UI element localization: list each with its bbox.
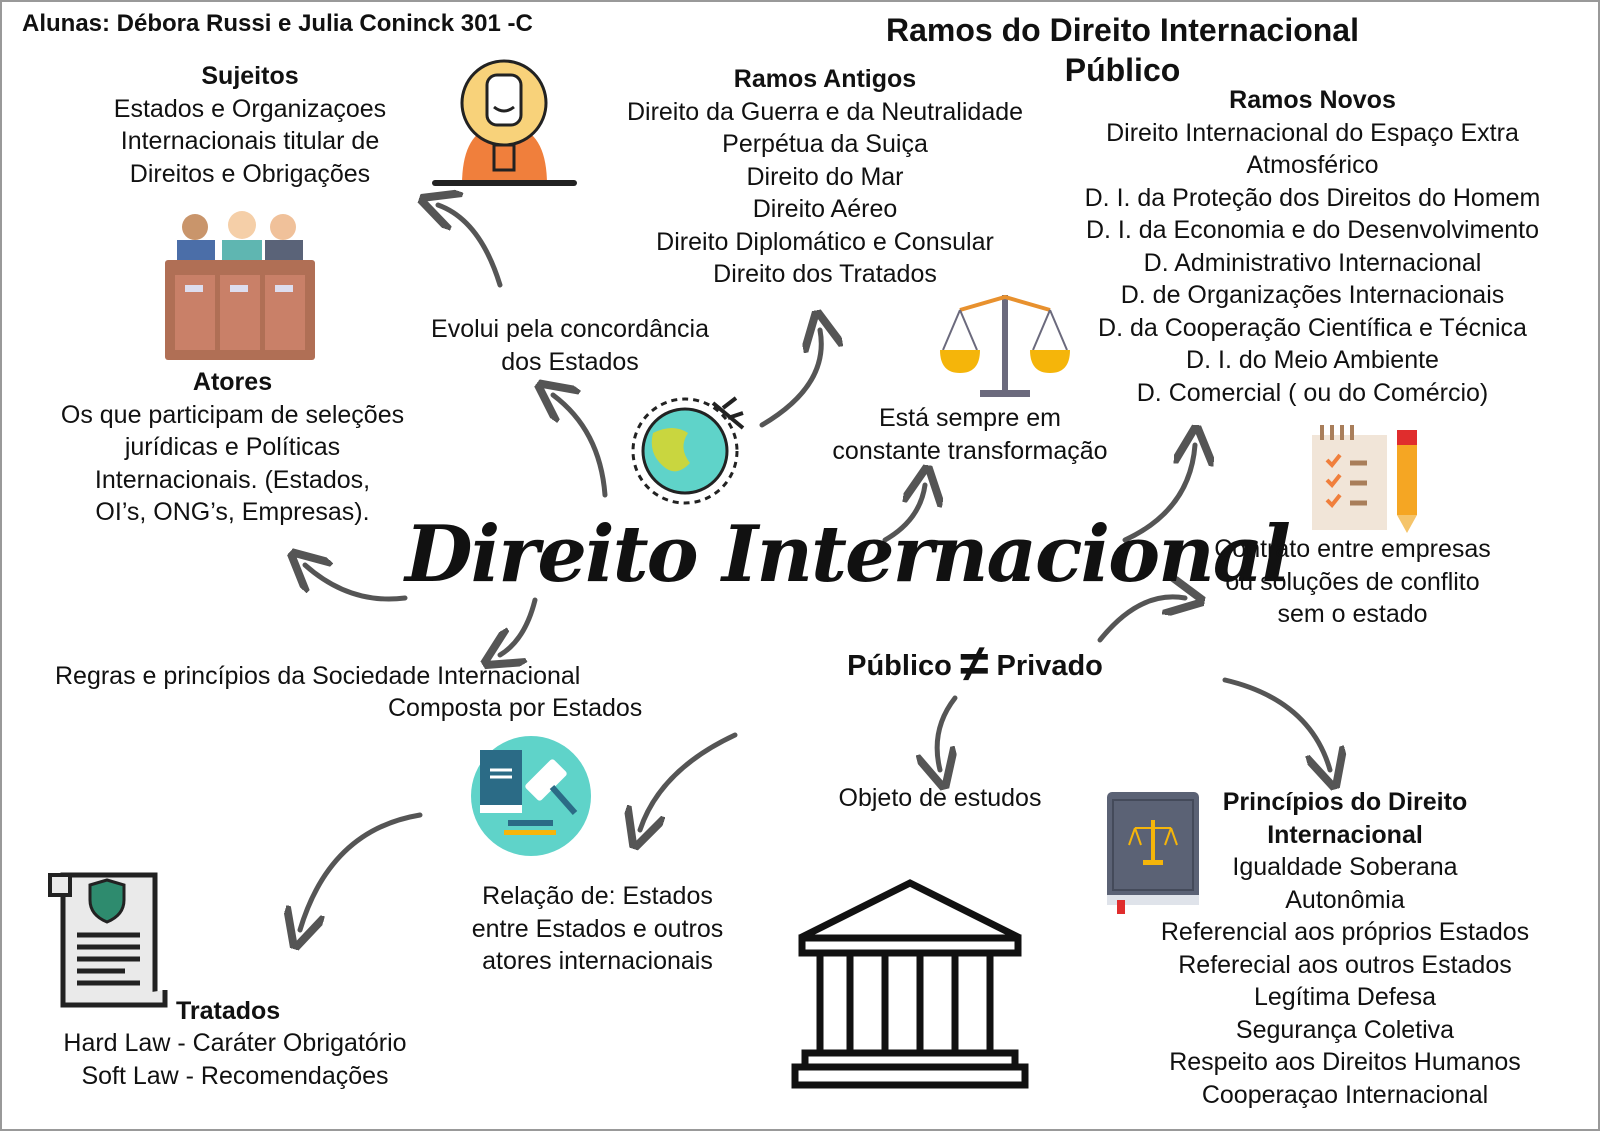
evolui-line: Evolui pela concordância [431,315,709,343]
regras-line: Composta por Estados [388,694,643,722]
principios-block: Princípios do Direito Internacional Igua… [1135,786,1555,1111]
ramos-novos-title: Ramos Novos [1229,86,1396,114]
principios-item: Respeito aos Direitos Humanos [1169,1048,1521,1076]
sujeitos-line: Internacionais titular de [120,127,380,155]
ramos-antigos-item: Perpétua da Suiça [722,130,928,158]
tratados-line: Hard Law - Caráter Obrigatório [63,1029,407,1057]
arrow-to-relacao [640,732,738,830]
regras-line: Regras e princípios da Sociedade Interna… [55,662,581,690]
ramos-antigos-item: Direito Aéreo [752,195,898,223]
transformacao-line: constante transformação [832,436,1108,465]
atores-line: jurídicas e Políticas [124,433,341,461]
relacao-block: Relação de: Estados entre Estados e outr… [440,880,755,978]
principios-item: Cooperaçao Internacional [1201,1080,1489,1109]
contrato-block: Contrato entre empresas ou soluções de c… [1180,533,1525,631]
tratados-title: Tratados [176,997,281,1025]
center-title: Direito Internacional [405,509,1291,600]
contrato-line: ou soluções de conflito [1225,567,1480,596]
ramos-antigos-title: Ramos Antigos [733,65,917,93]
objeto-label: Objeto de estudos [838,784,1042,812]
courthouse-icon [791,879,1029,1089]
ramos-novos-item: Direito Internacional do Espaço Extra [1106,118,1519,147]
transformacao-block: Está sempre em constante transformação [805,402,1135,467]
principios-title: Princípios do Direito [1222,788,1468,816]
arrow-to-contrato [1097,597,1185,643]
ramos-antigos-block: Ramos Antigos Direito da Guerra e da Neu… [590,63,1060,291]
principios-item: Referencial aos próprios Estados [1160,918,1530,946]
ramos-novos-block: Ramos Novos Direito Internacional do Esp… [1045,84,1580,409]
ramos-novos-item: D. I. da Proteção dos Direitos do Homem [1084,183,1541,212]
publico-label: Público [847,650,952,682]
globe-plane-icon [631,396,745,505]
checklist-pencil-icon [1312,425,1417,533]
evolui-block: Evolui pela concordância dos Estados [400,313,740,378]
principios-title: Internacional [1267,820,1423,849]
sujeitos-line: Estados e Organizaçoes [113,94,387,123]
scales-icon [940,294,1070,397]
ramos-novos-item: D. Administrativo Internacional [1143,248,1482,277]
ramos-novos-item: D. I. do Meio Ambiente [1186,346,1439,374]
sujeitos-title: Sujeitos [201,62,299,90]
contrato-line: sem o estado [1277,600,1428,628]
not-equal-symbol: ≠ [959,635,989,693]
arrow-to-objeto [937,695,955,770]
sujeitos-line: Direitos e Obrigações [129,159,371,188]
atores-line: Internacionais. (Estados, [94,465,371,494]
relacao-line: entre Estados e outros [471,914,724,943]
ramos-antigos-item: Direito Diplomático e Consular [656,227,994,256]
atores-title: Atores [192,368,273,396]
authors-label: Alunas: Débora Russi e Julia Coninck 301… [22,10,533,37]
atores-line: Os que participam de seleções [60,400,405,429]
jury-icon [165,211,315,360]
transformacao-line: Está sempre em [878,404,1061,432]
arrow-to-regras [500,597,538,655]
ramos-antigos-item: Direito do Mar [746,162,904,191]
ramos-novos-item: D. Comercial ( ou do Comércio) [1136,378,1489,407]
principios-item: Segurança Coletiva [1235,1015,1455,1044]
ramos-novos-item: D. I. da Economia e do Desenvolvimento [1085,216,1539,244]
publico-privado: Público ≠ Privado [815,638,1135,690]
contrato-line: Contrato entre empresas [1214,535,1491,563]
arrow-to-atores [305,565,408,602]
principios-item: Autonômia [1285,885,1405,914]
sujeitos-block: Sujeitos Estados e Organizaçoes Internac… [80,60,420,190]
main-title: Ramos do Direito Internacional Público [845,10,1400,90]
arrow-to-ramos-novos [1122,445,1195,543]
main-title-line: Ramos do Direito Internacional [886,12,1359,48]
relacao-line: atores internacionais [482,947,713,975]
privado-label: Privado [996,650,1103,682]
atores-block: Atores Os que participam de seleções jur… [20,366,445,529]
arrow-to-evolui [553,395,608,498]
ramos-novos-item: Atmosférico [1246,151,1379,179]
arrow-to-transformacao [882,485,925,543]
principios-item: Referecial aos outros Estados [1178,950,1512,979]
arrow-to-principios [1222,677,1330,770]
tratados-block: Hard Law - Caráter Obrigatório Soft Law … [30,1027,440,1092]
ramos-antigos-item: Direito da Guerra e da Neutralidade [626,97,1024,126]
principios-item: Igualdade Soberana [1232,853,1458,881]
arrow-to-sujeitos [438,205,503,288]
ramos-novos-item: D. da Cooperação Científica e Técnica [1098,313,1527,342]
treaty-scroll-icon [48,872,168,1008]
law-book-icon [1107,792,1199,914]
arrow-to-ramos-antigos [759,330,821,428]
judge-icon [432,59,577,186]
evolui-line: dos Estados [501,347,639,376]
tratados-line: Soft Law - Recomendações [81,1061,389,1090]
atores-line: OI’s, ONG’s, Empresas). [95,498,370,526]
arrow-to-tratados [300,812,423,930]
ramos-antigos-item: Direito dos Tratados [713,260,937,288]
relacao-line: Relação de: Estados [482,882,713,910]
ramos-novos-item: D. de Organizações Internacionais [1120,281,1505,309]
law-book-gavel-icon [471,736,591,856]
principios-item: Legítima Defesa [1253,983,1437,1011]
main-title-line: Público [1064,52,1181,88]
